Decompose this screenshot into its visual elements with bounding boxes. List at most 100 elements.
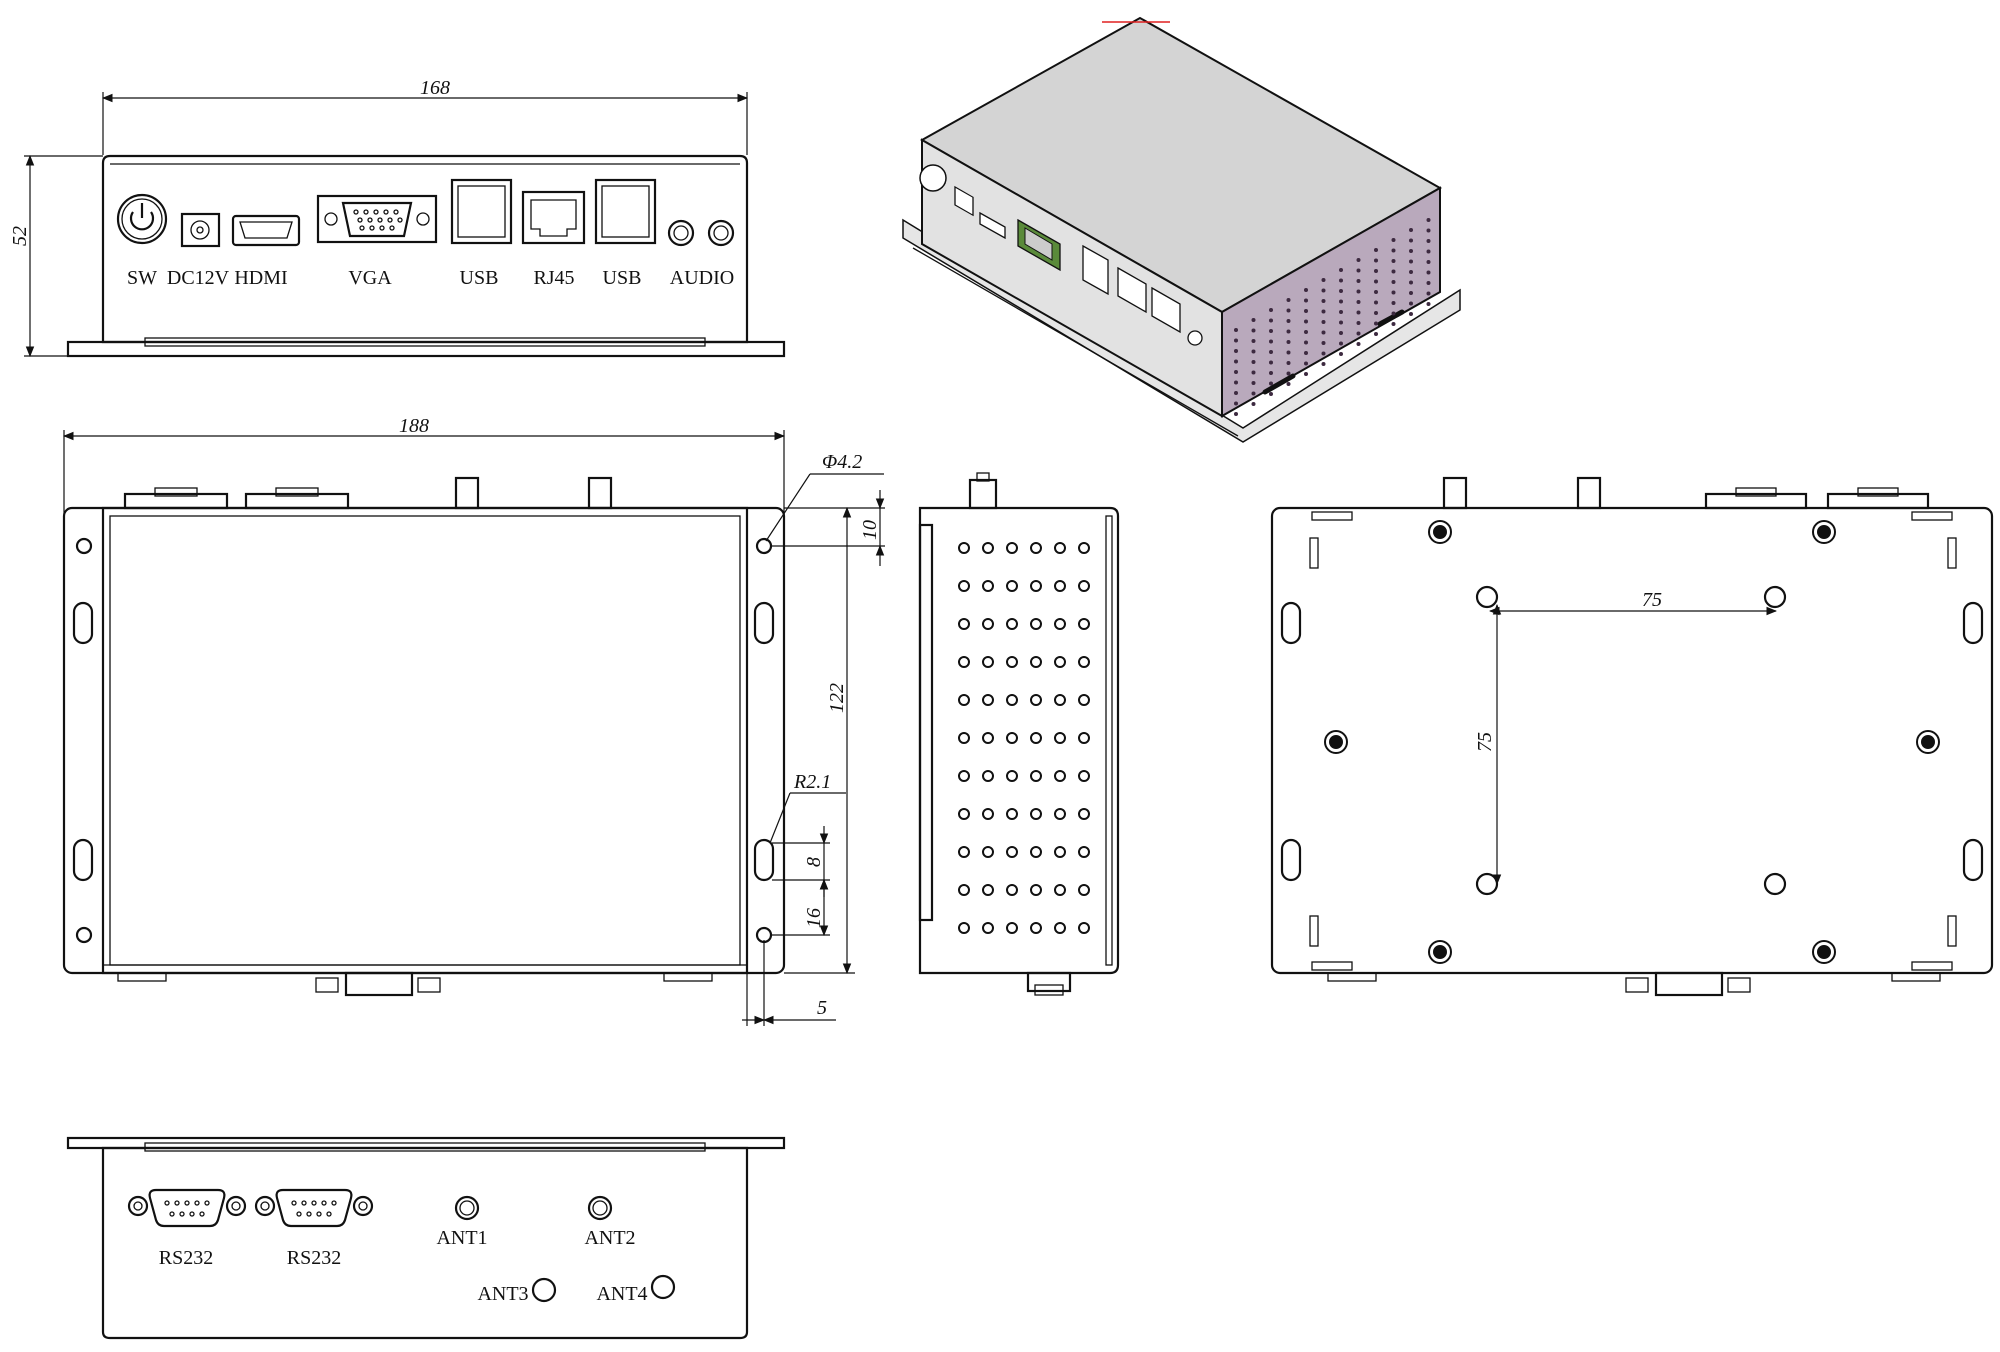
vent-hole [1006,770,1018,782]
iso-vent-hole [1374,258,1378,263]
dim-122: 122 [826,683,848,713]
iso-vent-hole [1356,268,1361,273]
vent-hole [982,580,994,592]
iso-vent-hole [1304,372,1308,376]
iso-vent-hole [1269,350,1273,354]
dim-8: 8 [803,857,825,867]
vent-hole [1054,884,1066,896]
iso-vent-hole [1374,290,1378,294]
iso-vent-hole [1426,249,1431,254]
rear-label-rs232-2: RS232 [287,1247,341,1269]
vent-hole [958,656,970,668]
vent-hole [1006,656,1018,668]
port-label-usb-1: USB [460,267,499,289]
iso-vent-hole [1251,349,1256,354]
iso-vent-hole [1391,269,1396,274]
iso-vent-hole [1251,318,1256,322]
iso-vent-hole [1321,309,1326,314]
iso-vent-hole [1286,308,1291,313]
vent-hole [982,542,994,554]
screw-icon [1921,735,1935,749]
iso-vent-hole [1251,370,1256,375]
vent-hole [1006,732,1018,744]
dim-10: 10 [859,520,881,540]
iso-vent-hole [1374,248,1378,252]
dim-5: 5 [817,997,827,1019]
iso-vent-hole [1339,299,1343,304]
rear-label-ant3: ANT3 [477,1283,528,1305]
iso-vent-hole [1409,228,1413,232]
iso-vent-hole [1426,291,1431,296]
vent-hole [982,770,994,782]
iso-vent-hole [1321,278,1326,282]
vent-hole [1054,846,1066,858]
iso-vent-hole [1286,319,1291,323]
iso-vent-hole [1356,300,1361,304]
iso-vent-hole [1304,330,1308,334]
dim-188: 188 [399,415,429,437]
vent-hole [1054,732,1066,744]
iso-vent-hole [1374,279,1378,284]
vent-hole [1054,580,1066,592]
iso-vent-hole [1426,302,1431,306]
vent-hole [1078,846,1090,858]
iso-vent-hole [1391,311,1396,316]
vent-hole [1030,542,1042,554]
rear-label-ant1: ANT1 [436,1227,487,1249]
iso-vent-hole [1356,279,1361,283]
iso-vent-hole [1409,291,1413,295]
iso-vent-hole [1409,270,1413,274]
iso-vent-hole [1269,339,1273,344]
vent-hole [1030,808,1042,820]
iso-vent-hole [1339,289,1343,293]
vent-hole [1054,618,1066,630]
iso-vent-hole [1391,238,1396,242]
iso-vent-hole [1304,309,1308,313]
vent-hole [1078,580,1090,592]
rear-label-rs232-1: RS232 [159,1247,213,1269]
iso-vent-hole [1374,269,1378,273]
vent-hole [1054,694,1066,706]
vent-hole [958,922,970,934]
iso-vent-hole [1409,238,1413,243]
iso-vent-hole [1356,342,1361,346]
iso-vent-hole [1321,330,1326,335]
rear-label-ant4: ANT4 [596,1283,647,1305]
vent-hole [1054,922,1066,934]
iso-vent-hole [1234,328,1238,332]
screw-icon [1817,525,1831,539]
iso-vent-hole [1251,402,1256,406]
iso-vent-hole [1304,298,1308,303]
iso-vent-hole [1391,301,1396,305]
vent-hole [982,732,994,744]
vent-hole [1030,618,1042,630]
vent-hole [1078,732,1090,744]
vent-hole [958,580,970,592]
vent-hole [958,542,970,554]
vent-hole [1078,922,1090,934]
vent-hole [958,846,970,858]
iso-vent-hole [1339,278,1343,283]
screw-icon [1433,945,1447,959]
vent-hole [982,846,994,858]
iso-vent-hole [1251,328,1256,333]
vent-hole [958,770,970,782]
iso-vent-hole [1356,258,1361,262]
vent-hole [1006,694,1018,706]
iso-vent-hole [1286,298,1291,302]
iso-vent-hole [1391,248,1396,253]
screw-icon [1433,525,1447,539]
dim-168: 168 [420,77,450,99]
iso-vent-hole [1356,289,1361,294]
iso-vent-hole [1339,268,1343,272]
dim-52: 52 [9,226,31,246]
iso-vent-hole [1234,391,1238,395]
port-label-rj45: RJ45 [533,267,574,289]
screw-icon [1817,945,1831,959]
isometric-view [902,16,1461,443]
dim-slot-radius: R2.1 [793,771,831,793]
iso-vent-hole [1356,310,1361,315]
iso-vent-hole [1391,290,1396,295]
vent-hole [1030,580,1042,592]
